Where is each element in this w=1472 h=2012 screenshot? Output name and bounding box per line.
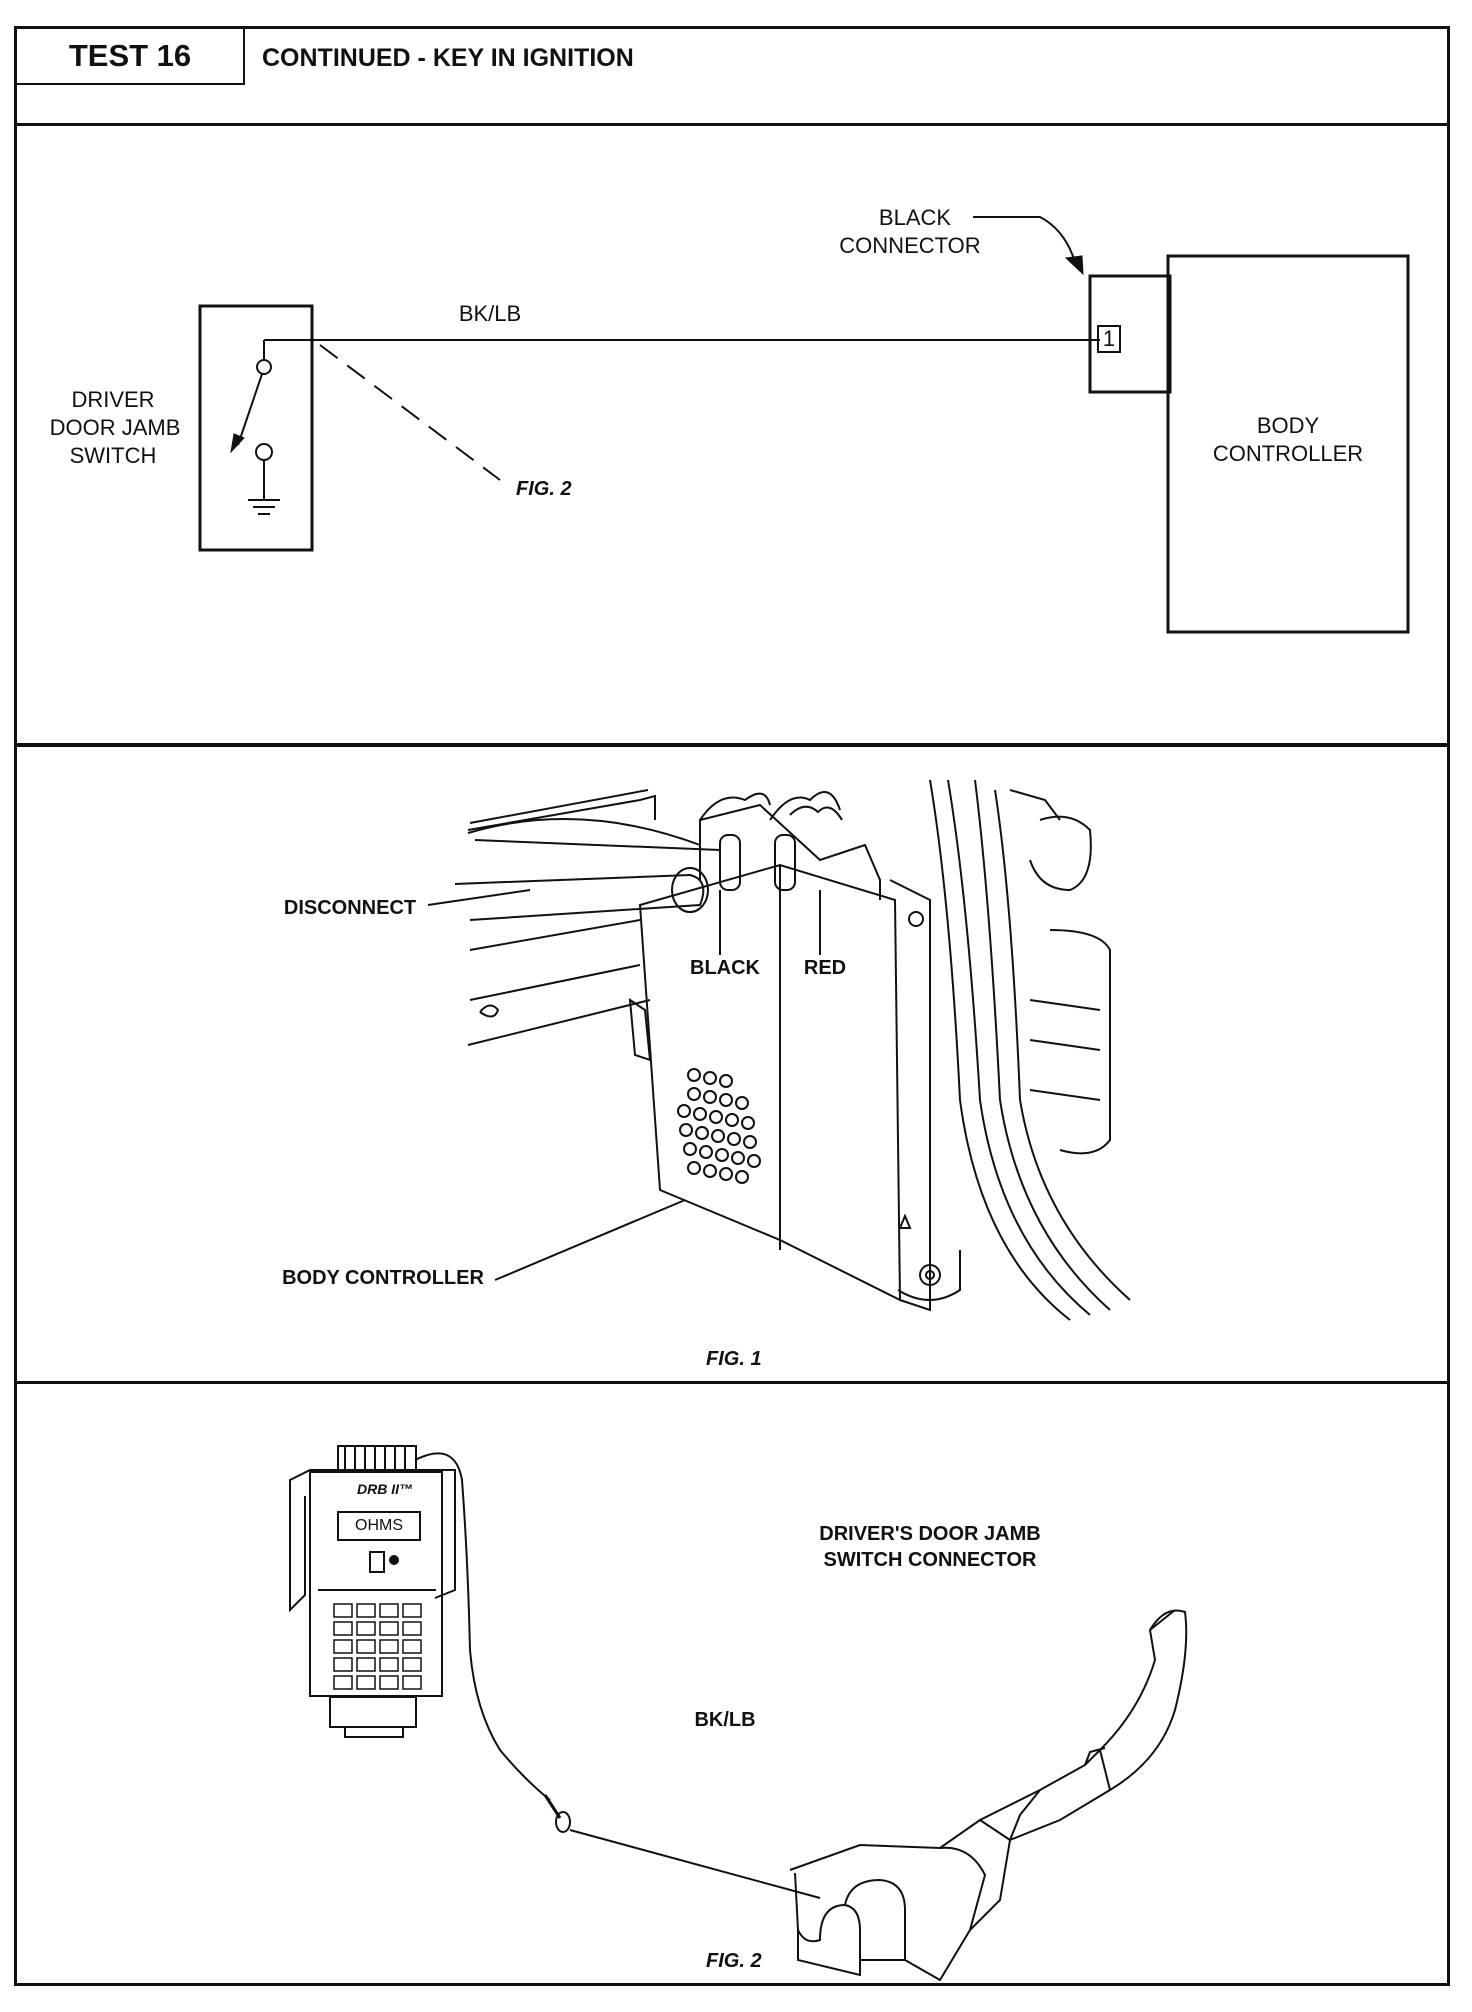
switch-label-2: DOOR JAMB <box>49 415 181 440</box>
header-divider <box>17 123 1447 126</box>
tester-display <box>337 1511 421 1541</box>
body-controller-leader <box>494 1199 686 1281</box>
switch-label-1: DRIVER <box>71 387 155 412</box>
body-controller-label: BODY CONTROLLER <box>282 1267 484 1289</box>
red-label: RED <box>803 957 847 979</box>
pin-1-box <box>1097 325 1121 353</box>
switch-label-3: SWITCH <box>69 443 157 468</box>
switch-connector-label-1: DRIVER'S DOOR JAMB <box>819 1523 1041 1545</box>
fig1-drawing <box>454 779 1131 1321</box>
tester-keypad <box>333 1603 422 1690</box>
connector-label-1: BLACK <box>878 205 952 230</box>
controller-label-1: BODY <box>1256 413 1320 438</box>
pin-number: 1 <box>1102 326 1116 351</box>
disconnect-leader <box>427 889 531 906</box>
test-lead-cable <box>414 1452 551 1801</box>
tester-display-text: OHMS <box>355 1517 403 1534</box>
switch-contact-bottom <box>255 443 273 461</box>
drb-tester-drawing <box>289 1445 456 1738</box>
fig2-callout-line <box>319 344 501 481</box>
wire-label: BK/LB <box>458 301 522 326</box>
section-divider-2 <box>17 1381 1447 1384</box>
black-label: BLACK <box>690 957 760 979</box>
black-connector-box <box>1088 274 1172 394</box>
fig1-caption: FIG. 1 <box>706 1348 762 1370</box>
switch-connector-label-2: SWITCH CONNECTOR <box>823 1549 1037 1571</box>
body-controller-box <box>1166 254 1410 634</box>
tester-brand: DRB II™ <box>357 1481 413 1497</box>
switch-blade <box>237 373 263 446</box>
page-frame <box>14 26 1450 1986</box>
disconnect-label: DISCONNECT <box>283 897 417 919</box>
switch-contact-top <box>256 359 272 375</box>
fig1-vent-holes <box>677 1068 761 1184</box>
fig2-reference: FIG. 2 <box>516 478 572 500</box>
connector-leader <box>973 216 1076 263</box>
test-probe <box>569 1829 821 1899</box>
switch-connector-drawing <box>789 1609 1188 1982</box>
fig2-wire-label: BK/LB <box>694 1709 756 1731</box>
connector-label-2: CONNECTOR <box>839 233 981 258</box>
test-number: TEST 16 <box>17 29 245 85</box>
fig2-caption: FIG. 2 <box>706 1950 762 1972</box>
controller-label-2: CONTROLLER <box>1212 441 1364 466</box>
test-title: CONTINUED - KEY IN IGNITION <box>262 44 634 72</box>
door-jamb-switch-box <box>198 304 314 552</box>
section-divider-1 <box>17 743 1447 747</box>
